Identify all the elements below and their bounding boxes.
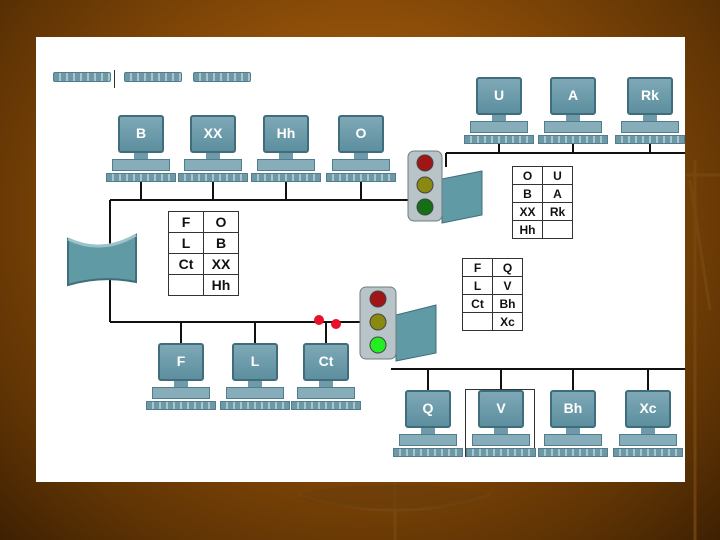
host-B[interactable]: B [106, 115, 176, 191]
table-cell: Bh [492, 294, 523, 313]
monitor-icon: F [158, 343, 204, 381]
keyboard-icon [251, 173, 321, 182]
table-cell [168, 274, 204, 296]
table-cell: XX [203, 253, 239, 275]
host-label: Q [422, 400, 434, 416]
monitor-icon: Xc [625, 390, 671, 428]
partial-host-icon [193, 72, 251, 82]
keyboard-icon [220, 401, 290, 410]
host-F[interactable]: F [146, 343, 216, 419]
keyboard-icon [615, 135, 685, 144]
keyboard-icon [613, 448, 683, 457]
table-cell: A [542, 184, 573, 203]
table-cell: Ct [168, 253, 204, 275]
monitor-icon: V [478, 390, 524, 428]
bridge-traffic-light-icon [407, 150, 483, 224]
host-label: V [496, 400, 506, 416]
host-A[interactable]: A [538, 77, 608, 153]
host-label: XX [203, 125, 223, 141]
table-cell: Rk [542, 202, 573, 221]
table-cell: Q [492, 258, 523, 277]
table-cell: Ct [462, 294, 493, 313]
table-cell: B [203, 232, 239, 254]
host-label: Hh [276, 125, 296, 141]
keyboard-icon [538, 135, 608, 144]
monitor-icon: Rk [627, 77, 673, 115]
host-U[interactable]: U [464, 77, 534, 153]
keyboard-icon [393, 448, 463, 457]
table-cell: Hh [512, 220, 543, 239]
keyboard-icon [538, 448, 608, 457]
monitor-icon: XX [190, 115, 236, 153]
host-label: F [176, 353, 186, 369]
table-cell: B [512, 184, 543, 203]
partial-host-icon [124, 72, 182, 82]
host-label: Xc [639, 400, 657, 416]
host-Rk[interactable]: Rk [615, 77, 685, 153]
table-cell: Xc [492, 312, 523, 331]
host-label: A [567, 87, 579, 103]
monitor-icon: L [232, 343, 278, 381]
keyboard-icon [106, 173, 176, 182]
host-Hh[interactable]: Hh [251, 115, 321, 191]
keyboard-icon [466, 448, 536, 457]
host-V[interactable]: V [466, 390, 536, 466]
host-label: B [135, 125, 147, 141]
host-label: Bh [563, 400, 583, 416]
table-cell: O [203, 211, 239, 233]
monitor-icon: Q [405, 390, 451, 428]
table-cell: L [168, 232, 204, 254]
keyboard-icon [326, 173, 396, 182]
host-Q[interactable]: Q [393, 390, 463, 466]
host-L[interactable]: L [220, 343, 290, 419]
monitor-icon: U [476, 77, 522, 115]
host-O[interactable]: O [326, 115, 396, 191]
hub-icon [67, 233, 137, 287]
table-cell: F [168, 211, 204, 233]
frame-marker-2 [331, 319, 341, 329]
table-cell [542, 220, 573, 239]
host-Ct[interactable]: Ct [291, 343, 361, 419]
table-cell: L [462, 276, 493, 295]
host-Xc[interactable]: Xc [613, 390, 683, 466]
keyboard-icon [464, 135, 534, 144]
keyboard-icon [146, 401, 216, 410]
host-label: Ct [318, 353, 334, 369]
table-cell: O [512, 166, 543, 185]
monitor-icon: Bh [550, 390, 596, 428]
monitor-icon: O [338, 115, 384, 153]
table-cell [462, 312, 493, 331]
host-label: Rk [641, 87, 659, 103]
monitor-icon: Ct [303, 343, 349, 381]
monitor-icon: B [118, 115, 164, 153]
keyboard-icon [178, 173, 248, 182]
monitor-icon: A [550, 77, 596, 115]
bridge-traffic-light-icon [359, 286, 437, 362]
host-label: O [355, 125, 367, 141]
host-label: L [250, 353, 260, 369]
partial-divider [114, 70, 115, 88]
host-Bh[interactable]: Bh [538, 390, 608, 466]
frame-marker-1 [314, 315, 324, 325]
host-label: U [493, 87, 505, 103]
keyboard-icon [291, 401, 361, 410]
table-cell: V [492, 276, 523, 295]
partial-host-icon [53, 72, 111, 82]
table-cell: U [542, 166, 573, 185]
host-XX[interactable]: XX [178, 115, 248, 191]
table-cell: F [462, 258, 493, 277]
monitor-icon: Hh [263, 115, 309, 153]
table-cell: Hh [203, 274, 239, 296]
table-cell: XX [512, 202, 543, 221]
